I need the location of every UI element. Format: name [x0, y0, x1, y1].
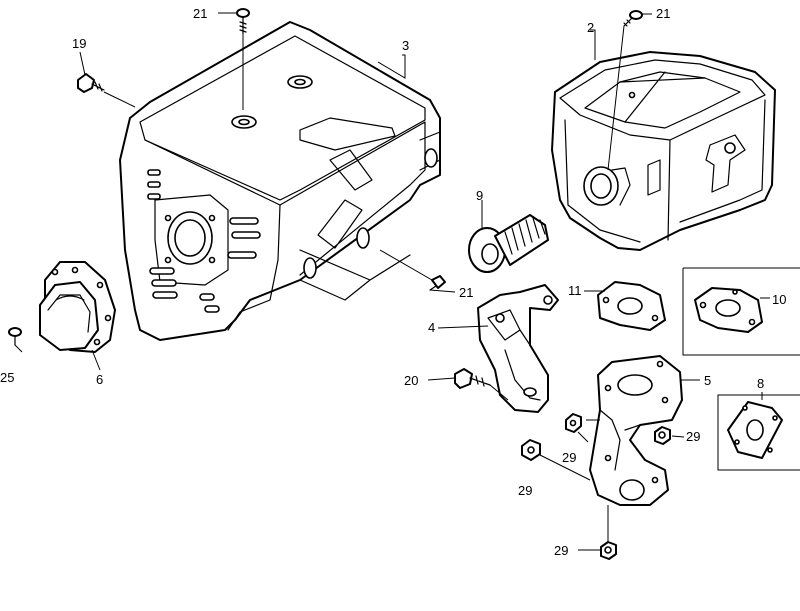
gasket-11	[597, 281, 666, 331]
callout-21: 21	[193, 6, 207, 21]
gasket-8	[717, 394, 800, 471]
nut-29-b	[521, 439, 541, 461]
bolt-21-right-top	[623, 10, 643, 27]
callout-11: 11	[568, 283, 582, 298]
callout-2: 2	[587, 20, 594, 35]
bolt-21-mid	[429, 275, 446, 291]
callout-9: 9	[476, 188, 483, 203]
muffler	[551, 51, 776, 251]
callout-6: 6	[96, 372, 103, 387]
screw-25	[8, 327, 22, 346]
exhaust-joint	[589, 355, 683, 506]
nut-29-a	[565, 413, 582, 433]
callout-21: 21	[459, 285, 473, 300]
callout-29: 29	[562, 450, 576, 465]
nut-29-c	[654, 426, 671, 445]
bolt-20	[454, 368, 491, 389]
callout-21: 21	[656, 6, 670, 21]
nut-29-d	[600, 541, 617, 560]
callout-4: 4	[428, 320, 435, 335]
callout-10: 10	[772, 292, 786, 307]
bolt-19	[77, 73, 105, 93]
spark-arrester	[468, 214, 549, 273]
callout-29: 29	[554, 543, 568, 558]
callout-19: 19	[72, 36, 86, 51]
callout-8: 8	[757, 376, 764, 391]
gasket-10	[682, 267, 800, 356]
leader-lines	[14, 12, 770, 551]
callout-20: 20	[404, 373, 418, 388]
exhaust-flange-cap	[39, 261, 116, 353]
bolt-21-top	[236, 8, 250, 35]
muffler-stay	[477, 284, 559, 413]
callout-labels: 21 19 3 2 21 9 21 11 10 4 20 5 8 25 6 29…	[0, 6, 786, 558]
muffler-protector	[119, 21, 441, 341]
callout-29: 29	[686, 429, 700, 444]
callout-3: 3	[402, 38, 409, 53]
callout-25: 25	[0, 370, 14, 385]
callout-29: 29	[518, 483, 532, 498]
callout-5: 5	[704, 373, 711, 388]
